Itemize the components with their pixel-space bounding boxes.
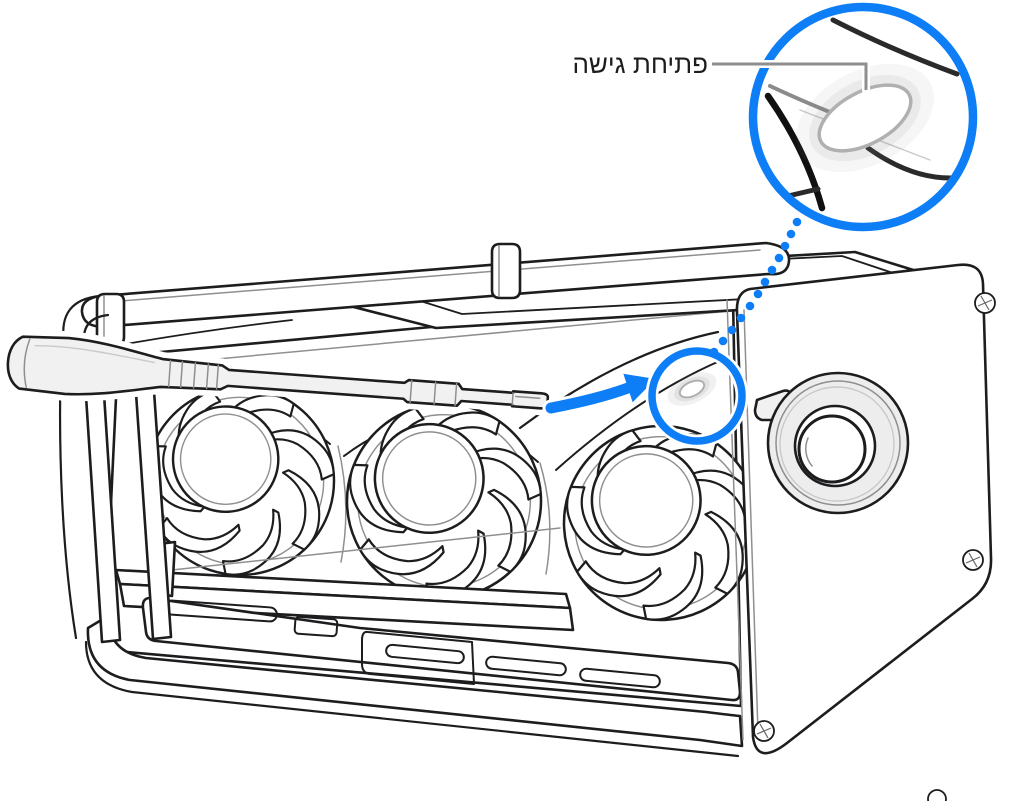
bottom-frame-tube (86, 614, 744, 748)
screwdriver (0, 329, 555, 416)
top-rail-tube (62, 241, 791, 347)
round-foot (766, 371, 910, 515)
magnified-fan-lines (764, 17, 960, 212)
caption-group: פתיחת גישה (572, 49, 870, 94)
access-opening (678, 379, 706, 399)
pointer-arrow-tail (545, 382, 634, 414)
magnifier-ring (748, 2, 978, 232)
vent-slots (164, 599, 661, 689)
io-block (361, 630, 475, 685)
panel-screw-bottom-edge (927, 789, 947, 801)
pointer-arrow-head (623, 373, 656, 403)
panel-screw-top-right (974, 292, 996, 314)
panel-screw-bottom-left (753, 720, 775, 742)
panel-screw-mid-right (962, 549, 984, 571)
dotted-connector (709, 217, 802, 357)
access-opening-magnified (817, 83, 913, 153)
leader-line (712, 62, 868, 90)
end-panel (726, 263, 996, 801)
magnifier-callout (748, 2, 978, 232)
mac-pro-device (58, 241, 996, 801)
screwdriver-detail-lines (23, 338, 541, 407)
screwdriver-body (6, 335, 550, 410)
access-opening-label: פתיחת גישה (572, 49, 708, 79)
bottom-rail-assembly (84, 527, 744, 758)
tube-clamp-mid (490, 242, 522, 300)
access-opening-highlight (645, 344, 749, 448)
highlight-ring (648, 347, 746, 445)
pointer-arrow (542, 371, 662, 417)
